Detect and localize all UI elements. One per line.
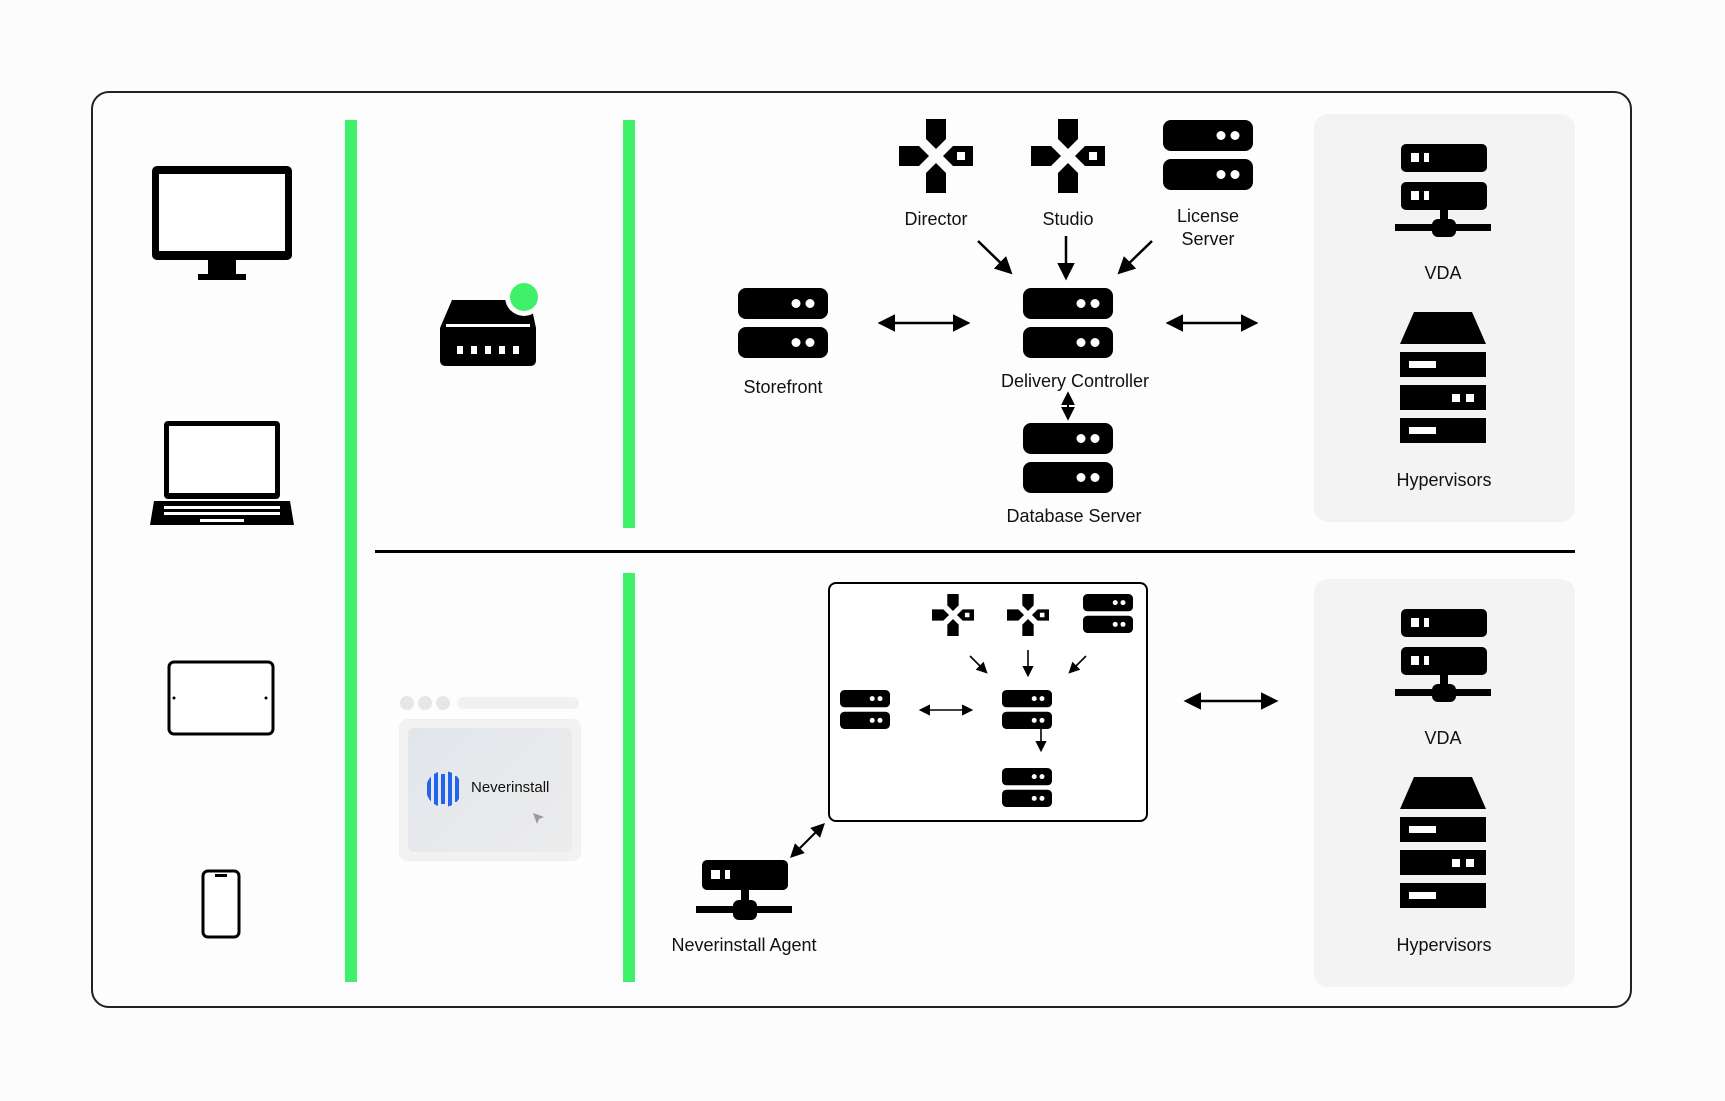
divider-bar-top — [623, 120, 635, 528]
neverinstall-brand: Neverinstall — [471, 779, 550, 796]
window-controls — [400, 696, 454, 715]
bottom-hypervisors-label: Hypervisors — [1396, 935, 1492, 955]
bottom-hypervisors-icon — [1400, 777, 1486, 913]
studio-label: Studio — [1042, 209, 1094, 229]
neverinstall-agent-icon — [696, 860, 792, 920]
vda-label: VDA — [1424, 263, 1462, 283]
section-separator — [375, 550, 1575, 553]
bottom-vda-label: VDA — [1424, 728, 1462, 748]
laptop-icon — [150, 421, 294, 525]
arrow-license-controller — [1117, 240, 1153, 275]
mini-arrow-license — [1068, 655, 1087, 674]
bottom-vda-icon — [1395, 609, 1491, 705]
neverinstall-logo-icon — [427, 771, 459, 807]
phone-icon — [201, 869, 241, 939]
license-server-label: License Server — [1176, 206, 1240, 249]
divider-bar-left — [345, 120, 357, 982]
gateway-icon — [440, 278, 543, 366]
window-address-bar — [457, 697, 579, 709]
cursor-icon — [533, 813, 544, 824]
arrow-agent-box — [790, 823, 825, 858]
storefront-label: Storefront — [743, 377, 823, 397]
delivery-controller-label: Delivery Controller — [1000, 371, 1150, 391]
arrow-director-controller — [977, 240, 1013, 275]
database-server-label: Database Server — [1006, 506, 1142, 526]
director-label: Director — [904, 209, 968, 229]
window-dot-1 — [400, 696, 414, 710]
monitor-icon — [152, 166, 292, 280]
hypervisors-label: Hypervisors — [1396, 470, 1492, 490]
window-dot-3 — [436, 696, 450, 710]
tablet-icon — [167, 660, 275, 736]
neverinstall-agent-label: Neverinstall Agent — [671, 935, 817, 955]
divider-bar-bottom — [623, 573, 635, 982]
status-dot — [510, 283, 538, 311]
window-dot-2 — [418, 696, 432, 710]
mini-arrow-director — [969, 655, 988, 674]
